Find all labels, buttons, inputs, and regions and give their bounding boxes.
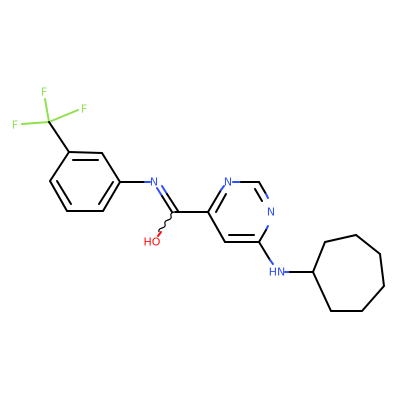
bond-cf3-ring bbox=[48, 121, 70, 153]
bond-ring-1 bbox=[68, 151, 103, 154]
atom-f-right: F bbox=[81, 103, 87, 116]
bond-c-f-top bbox=[44, 98, 50, 123]
bond-pyr-1n bbox=[220, 185, 225, 191]
trifluoromethyl-group bbox=[21, 98, 79, 153]
phenyl-ring bbox=[49, 151, 121, 212]
bond-pyr-nh bbox=[258, 241, 271, 261]
atom-f-top: F bbox=[41, 86, 47, 99]
bond-pyr-double-1 bbox=[215, 193, 227, 213]
bond-pyr-6 bbox=[207, 211, 226, 243]
pyrimidine-ring bbox=[207, 181, 269, 243]
bond-pyr-4 bbox=[258, 229, 267, 243]
bond-n-c-a2 bbox=[161, 195, 173, 213]
bond-pyr-nh-color bbox=[269, 259, 274, 265]
bond-pyr-3n bbox=[265, 193, 269, 199]
bond-ring-3 bbox=[102, 181, 121, 212]
bond-ring-2 bbox=[101, 152, 121, 183]
bond-c-o bbox=[157, 231, 162, 237]
bond-ring-double-3 bbox=[56, 180, 72, 205]
atom-f-left: F bbox=[12, 119, 18, 132]
atom-n-imine: N bbox=[150, 176, 158, 189]
bond-n-c-a bbox=[156, 187, 163, 197]
bond-n-c-b bbox=[161, 185, 168, 195]
cycloheptyl-ring bbox=[311, 233, 386, 312]
bond-n-c-b2 bbox=[166, 193, 179, 212]
bond-c-f-left bbox=[21, 121, 50, 125]
atom-n-pyrimidine-top: N bbox=[224, 176, 232, 189]
bond-pyr-double-2 bbox=[254, 188, 263, 202]
bond-ring-5 bbox=[49, 180, 68, 212]
atom-o-hydroxyl: HO bbox=[144, 236, 161, 249]
atom-nh-amine: HN bbox=[269, 266, 286, 279]
bond-pyr-3 bbox=[258, 181, 267, 195]
imine-double-bond bbox=[156, 185, 179, 213]
bond-pyr-1 bbox=[207, 189, 222, 213]
bond-ring-6 bbox=[49, 151, 70, 182]
wavy-bond-c-oh bbox=[158, 211, 175, 233]
bond-ring-double-2 bbox=[98, 181, 114, 205]
bond-c-f-right bbox=[48, 109, 79, 123]
atom-n-pyrimidine-right: N bbox=[267, 206, 275, 219]
